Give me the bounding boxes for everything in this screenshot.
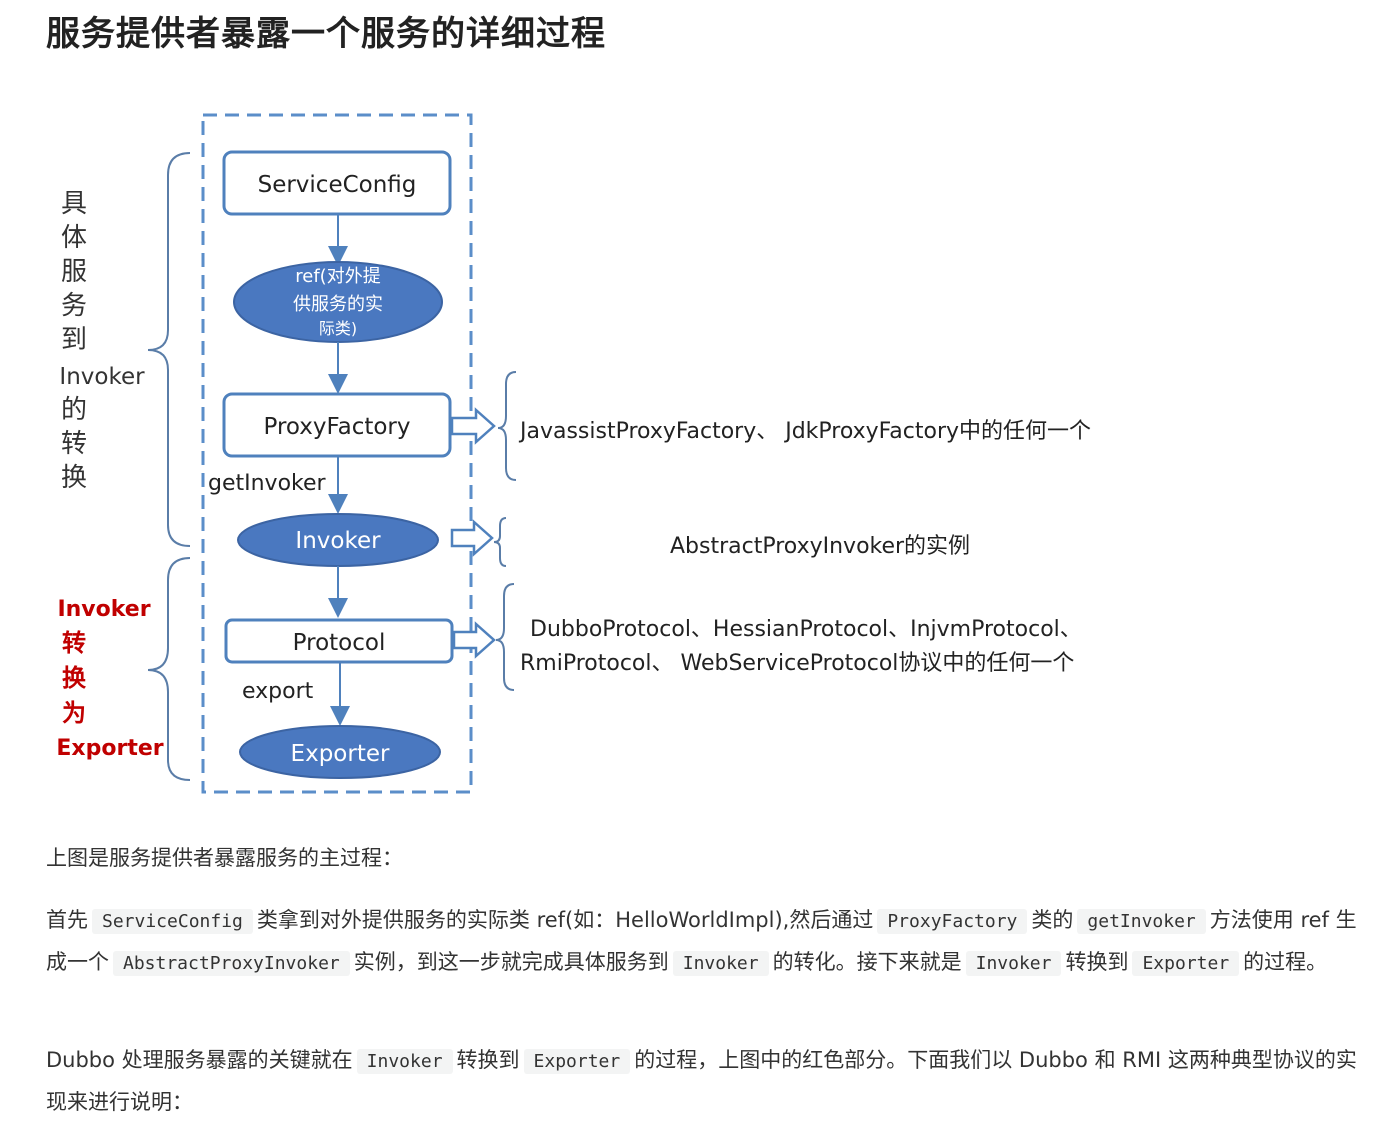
p2-text-7: 转换到 [1065,950,1129,974]
exporter-label: Exporter [291,741,390,767]
p2-text-2: 类拿到对外提供服务的实际类 ref(如：HelloWorldImpl),然后通过 [256,908,874,932]
protocol-note-line1: DubboProtocol、HessianProtocol、InjvmProto… [530,617,1082,642]
service-config-label: ServiceConfig [258,172,417,198]
get-invoker-label: getInvoker [208,471,327,496]
proxy-factory-note: JavassistProxyFactory、 JdkProxyFactory中的… [518,419,1091,444]
invoker-note: AbstractProxyInvoker的实例 [670,534,970,559]
dashed-container [201,113,473,794]
p3-text-3: 的过程，上图中的红色部分。下面我们以 Dubbo 和 RMI 这两种典型协议的实… [46,1048,1357,1114]
protocol-label: Protocol [293,630,386,656]
code-invoker-2: Invoker [965,951,1062,976]
code-exporter-2: Exporter [523,1049,631,1074]
brace-bottom [147,557,191,781]
brace-top [147,152,191,547]
left-label-top-1: 具 [61,189,87,219]
page-title: 服务提供者暴露一个服务的详细过程 [46,14,606,54]
exporter-ellipse [239,725,441,779]
dubbo-export-diagram: 具 体 服 务 到 Invoker 的 转 换 Invoker 转 换 为 Ex… [56,113,1091,794]
ref-label-line2: 供服务的实 [293,294,383,315]
left-label-top-3: 服 [61,257,87,287]
brace-right-proxyfactory [497,371,517,481]
hollow-arrow-protocol [452,621,496,659]
hollow-arrow-proxyfactory [450,407,496,445]
left-label-top-5: 到 [61,325,87,355]
left-label-top-2: 体 [61,223,87,253]
hollow-arrow-invoker [450,519,494,557]
left-label-top-4: 务 [61,291,87,321]
brace-right-invoker [493,517,507,567]
code-invoker-3: Invoker [356,1049,453,1074]
p2-text-6: 的转化。接下来就是 [772,950,962,974]
paragraph-intro: 上图是服务提供者暴露服务的主过程： [46,846,403,870]
p2-text-3: 类的 [1031,908,1074,932]
left-label-bottom-2: 转 [62,629,86,657]
left-label-bottom-1: Invoker [57,597,150,622]
code-abstract-proxy-invoker: AbstractProxyInvoker [113,951,350,976]
p3-text-2: 转换到 [456,1048,520,1072]
p2-text-4: 方法使用 ref 生成一个 [46,908,1357,974]
left-label-top-6: Invoker [59,364,145,390]
export-label: export [242,679,314,704]
proxy-factory-label: ProxyFactory [263,414,410,440]
left-label-top-8: 转 [61,429,87,459]
p3-text-1: Dubbo 处理服务暴露的关键就在 [46,1048,353,1072]
code-exporter: Exporter [1132,951,1240,976]
p2-text-1: 首先 [46,908,88,932]
code-proxy-factory: ProxyFactory [877,909,1028,934]
left-label-bottom-5: Exporter [56,736,163,761]
protocol-note-line2: RmiProtocol、 WebServiceProtocol协议中的任何一个 [520,651,1074,676]
left-label-bottom-4: 为 [62,699,86,727]
code-invoker: Invoker [672,951,769,976]
brace-right-protocol [495,583,515,691]
p2-text-8: 的过程。 [1243,950,1328,974]
code-get-invoker: getInvoker [1077,909,1206,934]
invoker-label: Invoker [295,528,381,554]
left-label-bottom-3: 换 [62,664,87,692]
ref-label-line3: 际类) [319,319,357,338]
left-label-top-9: 换 [61,463,87,493]
ref-label-line1: ref(对外提 [295,266,380,287]
p2-text-5: 实例，到这一步就完成具体服务到 [353,950,669,974]
code-service-config: ServiceConfig [92,909,253,934]
left-label-top-7: 的 [61,395,87,425]
